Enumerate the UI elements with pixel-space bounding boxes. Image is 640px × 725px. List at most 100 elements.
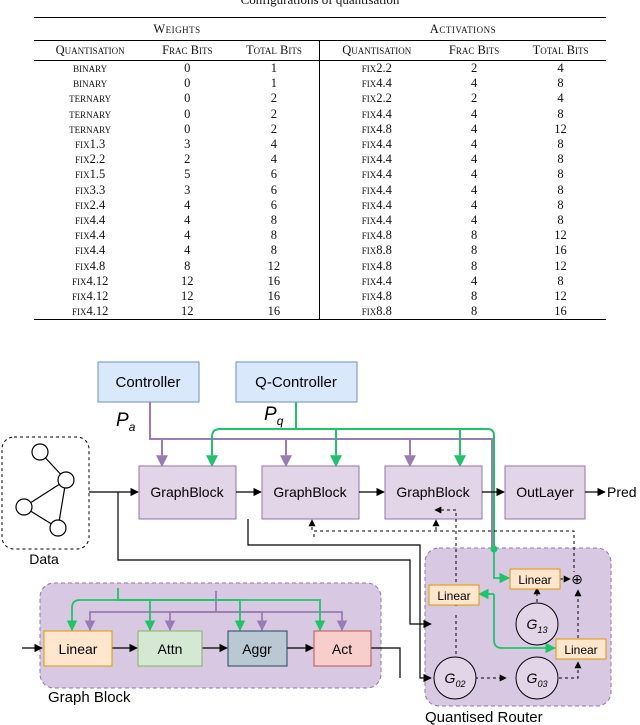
table-cell: fix4.4 xyxy=(319,197,434,214)
architecture-diagram: Data Controller Q-Controller Pa Pq Graph… xyxy=(1,361,637,725)
table-cell: 12 xyxy=(267,258,281,273)
table-cell: 2 xyxy=(433,60,516,77)
table-cell: 8 xyxy=(557,106,564,121)
table-cell: 4 xyxy=(557,91,564,106)
table-cell: fix4.4 xyxy=(319,137,434,153)
table-cell: 6 xyxy=(270,167,278,182)
table-cell: fix4.4 xyxy=(319,152,434,168)
table-cell: 0 xyxy=(184,106,191,121)
table-cell: 8 xyxy=(184,258,191,273)
table-cell: fix2.2 xyxy=(75,152,106,167)
pa-label: Pa xyxy=(116,410,136,434)
table-cell: fix2.4 xyxy=(75,197,106,212)
inner-aggr-label: Aggr xyxy=(242,641,272,657)
table-cell: 8 xyxy=(557,273,564,288)
table-cell: fix4.8 xyxy=(319,258,434,274)
table-cell: fix4.8 xyxy=(75,258,106,273)
table-cell: 8 xyxy=(557,197,564,212)
table-cell: 4 xyxy=(470,137,478,152)
data-label: Data xyxy=(29,551,59,567)
table-cell: 0 xyxy=(184,121,191,136)
group-weights-header: Weights xyxy=(34,17,320,41)
table-cell: 8 xyxy=(557,182,564,197)
router-junction xyxy=(490,545,498,553)
table-cell: fix4.4 xyxy=(75,243,106,258)
router-node-g13 xyxy=(515,602,559,646)
table-cell: ternary xyxy=(69,121,112,136)
inner-attn-label: Attn xyxy=(158,641,183,657)
table-cell: fix4.4 xyxy=(319,167,434,183)
table-cell: fix4.8 xyxy=(319,228,434,244)
inner-act xyxy=(313,630,372,667)
controller-box xyxy=(97,361,200,403)
table-cell: 12 xyxy=(554,228,567,243)
table-cell: fix1.5 xyxy=(75,167,106,182)
table-cell: 8 xyxy=(557,76,564,91)
inner-pa-lines xyxy=(84,591,348,632)
table-cell: fix4.4 xyxy=(75,228,106,243)
router-green-lines xyxy=(477,549,557,654)
col-header: Total Bits xyxy=(532,43,589,57)
table-cell: 16 xyxy=(267,273,281,288)
table-cell: 4 xyxy=(184,213,191,228)
table-cell: 2 xyxy=(470,91,478,106)
inner-act-label: Act xyxy=(332,641,352,657)
table-cell: ternary xyxy=(69,91,112,106)
table-cell: 8 xyxy=(470,228,478,243)
table-cell: 8 xyxy=(470,289,478,304)
pa-control-lines xyxy=(149,402,493,549)
table-cell: 4 xyxy=(470,121,478,136)
table-cell: 8 xyxy=(270,213,278,228)
table-cell: fix2.2 xyxy=(319,60,434,77)
table-cell: 8 xyxy=(270,243,278,258)
pq-label: Pq xyxy=(264,404,284,428)
table-cell: 2 xyxy=(270,106,278,121)
table-cell: 4 xyxy=(470,152,478,167)
table-cell: 12 xyxy=(181,273,194,288)
router-title: Quantised Router xyxy=(425,709,543,725)
graph-block-2-label: GraphBlock xyxy=(273,484,347,500)
table-cell: 1 xyxy=(228,60,320,77)
table-cell: 8 xyxy=(470,258,478,273)
table-cell: 4 xyxy=(184,197,191,212)
table-cell: 8 xyxy=(470,304,478,319)
router-linear-left xyxy=(428,584,480,606)
router-node-g03-label: G03 xyxy=(527,670,548,689)
table-cell: 4 xyxy=(184,228,191,243)
table-cell: 2 xyxy=(184,152,191,167)
table-cell: fix4.4 xyxy=(319,273,434,290)
router-linear-top-label: Linear xyxy=(518,573,551,587)
table-cell: fix4.8 xyxy=(319,289,434,305)
table-cell: 4 xyxy=(470,182,478,197)
table-cell: fix4.12 xyxy=(71,304,109,319)
table-cell: 6 xyxy=(270,182,278,197)
table-cell: 12 xyxy=(554,121,567,136)
col-header: Frac Bits xyxy=(448,43,500,57)
col-header: Total Bits xyxy=(245,43,302,57)
table-cell: fix8.8 xyxy=(319,243,434,259)
router-linear-left-label: Linear xyxy=(437,589,470,603)
table-cell: 4 xyxy=(470,273,478,288)
table-cell: fix4.12 xyxy=(71,273,109,288)
oplus-icon: ⊕ xyxy=(571,571,583,587)
graph-block-title: Graph Block xyxy=(48,689,131,706)
router-node-g13-label: G13 xyxy=(527,616,548,635)
table-cell: fix4.4 xyxy=(319,106,434,122)
table-cell: 12 xyxy=(181,289,194,304)
table-row: fix4.8 8 12 fix4.8 8 12 xyxy=(34,258,606,274)
table-cell: fix4.4 xyxy=(319,76,434,92)
graph-block-1-label: GraphBlock xyxy=(150,484,224,500)
table-cell: 12 xyxy=(554,258,567,273)
router-linear-right-label: Linear xyxy=(564,643,597,657)
table-cell: 16 xyxy=(554,243,567,258)
table-cell: 4 xyxy=(270,152,278,167)
